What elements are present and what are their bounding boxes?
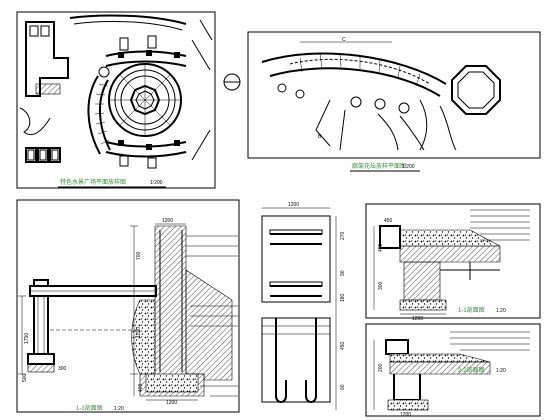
wall-section-frame (16, 199, 240, 413)
plaza-plan-panel: 特色水景广场平面放样图 1:200 (16, 11, 216, 189)
post-column (27, 295, 55, 373)
plaza-plan-title: 特色水景广场平面放样图 (60, 178, 126, 186)
section-marker-c (223, 73, 241, 91)
dim-wall-h2: 1150 (136, 327, 142, 338)
wall-dimensions-left (18, 225, 138, 396)
dim-frame-h4: 450 (340, 341, 346, 350)
top-right-section-scale: 1:20 (496, 308, 506, 314)
dim-right-w1: 1200 (412, 316, 423, 322)
dim-right-h1: 450 (378, 243, 384, 252)
wall-section-title: 1-1剖面图 (76, 404, 103, 412)
bottom-right-section-title: 2-2剖面图 (458, 366, 485, 374)
marker-b-label: B (318, 134, 322, 140)
bottom-right-leaders (450, 331, 530, 351)
handrail-beam (29, 279, 157, 297)
lower-footing-gravel (387, 399, 429, 411)
plaza-plan-frame (16, 11, 216, 189)
pergola-plan-panel: C B 廊架花坛放样平面图 1:200 (247, 31, 541, 172)
rubble-fill (131, 299, 156, 375)
dim-right-w2: 450 (384, 218, 393, 224)
top-right-section-panel: 450 300 1200 450 1-1剖面图 1:20 (365, 203, 541, 322)
u-bracket (261, 317, 331, 403)
stepped-arc-path (87, 66, 111, 155)
dim-wall-top: 1200 (162, 218, 173, 224)
dim-wall-h3: 1750 (24, 333, 30, 344)
pergola-plan-title: 廊架花坛放样平面图 (352, 162, 406, 170)
wall-footing-gravel (145, 373, 199, 393)
bottom-right-section-frame (365, 323, 541, 417)
bottom-right-section-panel: 200 1200 2-2剖面图 1:20 (365, 323, 541, 418)
footing-hatch (403, 261, 441, 301)
dim-post-1: 500 (22, 373, 28, 382)
lower-paving-hatch (389, 361, 491, 375)
central-fountain (108, 63, 182, 137)
bottom-right-section-scale: 1:20 (496, 368, 506, 374)
dim-right-b1: 1200 (400, 412, 411, 418)
bench-row (25, 147, 61, 163)
dim-wall-h1: 700 (136, 251, 142, 260)
pergola-plan-scale: 1:200 (402, 164, 415, 170)
dim-post-2: 300 (58, 366, 67, 372)
planter-dots (277, 83, 410, 114)
dim-wall-base: 1200 (166, 400, 177, 406)
frame-elevation-box (261, 215, 331, 303)
dim-frame-h1: 270 (340, 231, 346, 240)
pergola-top (105, 35, 187, 67)
top-right-leaders (470, 209, 530, 241)
shrub-outline (19, 107, 51, 136)
dim-right-h3: 200 (378, 363, 384, 372)
top-right-section-frame (365, 203, 541, 319)
dim-frame-width: 1200 (288, 202, 299, 208)
pergola-plan-frame (247, 31, 541, 159)
planter-arc-inner (269, 67, 441, 97)
paving-gravel (399, 229, 501, 247)
wall-section-panel: 700 1150 1750 1200 1200 400 500 300 1-1剖… (16, 199, 240, 413)
pergola-bottom (105, 140, 187, 169)
marker-c-label: C (342, 37, 346, 43)
annotation-leaders (186, 235, 238, 397)
planter-hatch (35, 83, 61, 95)
building-outline (25, 21, 69, 97)
lower-paving-gravel (389, 353, 491, 363)
dim-frame-h2: 90 (340, 270, 346, 276)
curved-wall-top (69, 14, 187, 25)
plaza-plan-scale: 1:200 (150, 180, 163, 186)
paving-hatch (399, 245, 501, 263)
dim-frame-h5: 90 (340, 384, 346, 390)
dim-wall-base-h: 400 (138, 383, 144, 392)
frame-elevation-panel: 1200 270 90 180 450 90 (261, 202, 346, 410)
dim-frame-h3: 180 (340, 293, 346, 302)
octagon-gazebo (451, 65, 501, 115)
wall-section-scale: 1:20 (114, 406, 124, 412)
footing-gravel (399, 299, 447, 311)
top-right-section-title: 1-1剖面图 (458, 306, 485, 314)
planter-arc-outer (261, 52, 447, 85)
dim-right-h2: 300 (378, 281, 384, 290)
soil-backfill (185, 269, 233, 381)
